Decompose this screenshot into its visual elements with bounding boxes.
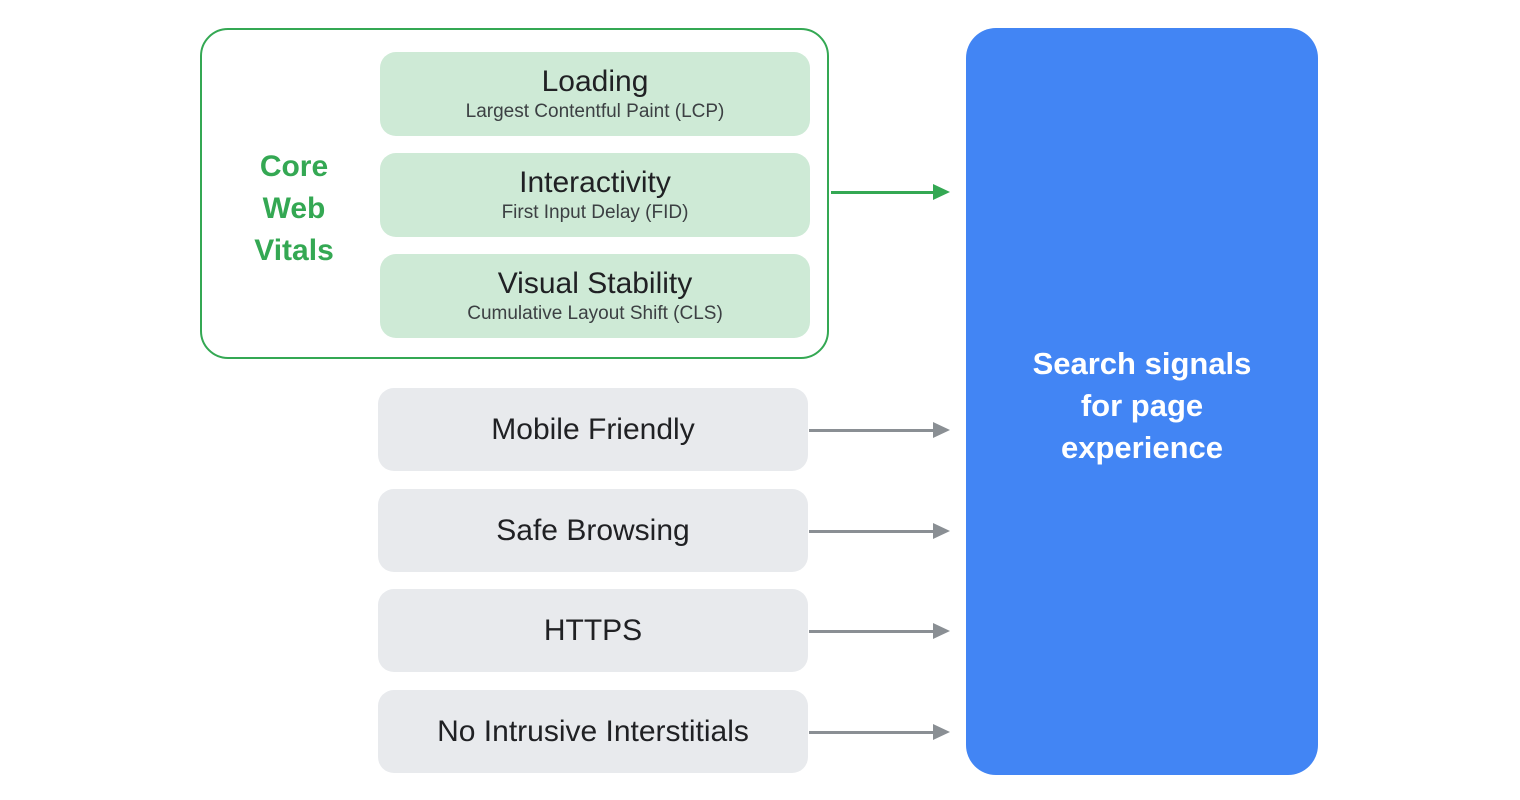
core-web-vitals-arrow — [831, 183, 950, 201]
pill-loading-subtitle: Largest Contentful Paint (LCP) — [465, 101, 725, 122]
arrow-head-icon — [933, 724, 950, 740]
pill-https: HTTPS — [378, 589, 808, 672]
arrow-shaft — [809, 529, 933, 533]
core-web-vitals-label: Core Web Vitals — [254, 150, 334, 267]
pill-safe-browsing-label: Safe Browsing — [496, 513, 690, 547]
pill-mobile-friendly: Mobile Friendly — [378, 388, 808, 471]
pill-safe-browsing: Safe Browsing — [378, 489, 808, 572]
pill-visual-stability: Visual Stability Cumulative Layout Shift… — [380, 254, 810, 338]
arrow-shaft — [809, 428, 933, 432]
pill-no-intrusive-interstitials: No Intrusive Interstitials — [378, 690, 808, 773]
pill-loading: Loading Largest Contentful Paint (LCP) — [380, 52, 810, 136]
arrow-head-icon — [933, 422, 950, 438]
pill-interactivity: Interactivity First Input Delay (FID) — [380, 153, 810, 237]
arrow-shaft — [809, 629, 933, 633]
pill-https-label: HTTPS — [543, 613, 643, 647]
mobile-friendly-arrow — [809, 421, 950, 439]
search-signals-box: Search signals for page experience — [966, 28, 1318, 775]
pill-loading-title: Loading — [541, 65, 649, 98]
search-signals-label: Search signals for page experience — [1032, 345, 1252, 465]
pill-no-intrusive-interstitials-label: No Intrusive Interstitials — [437, 714, 749, 748]
arrow-head-icon — [933, 523, 950, 539]
pill-mobile-friendly-label: Mobile Friendly — [491, 412, 695, 446]
safe-browsing-arrow — [809, 522, 950, 540]
arrow-shaft — [809, 730, 933, 734]
arrow-head-icon — [933, 623, 950, 639]
pill-visual-stability-title: Visual Stability — [497, 267, 693, 300]
pill-visual-stability-subtitle: Cumulative Layout Shift (CLS) — [467, 303, 723, 324]
arrow-shaft — [831, 190, 933, 194]
no-intrusive-interstitials-arrow — [809, 723, 950, 741]
pill-interactivity-subtitle: First Input Delay (FID) — [501, 202, 689, 223]
pill-interactivity-title: Interactivity — [519, 166, 671, 199]
arrow-head-icon — [933, 184, 950, 200]
https-arrow — [809, 622, 950, 640]
core-web-vitals-group: Core Web Vitals Loading Largest Contentf… — [200, 28, 829, 359]
